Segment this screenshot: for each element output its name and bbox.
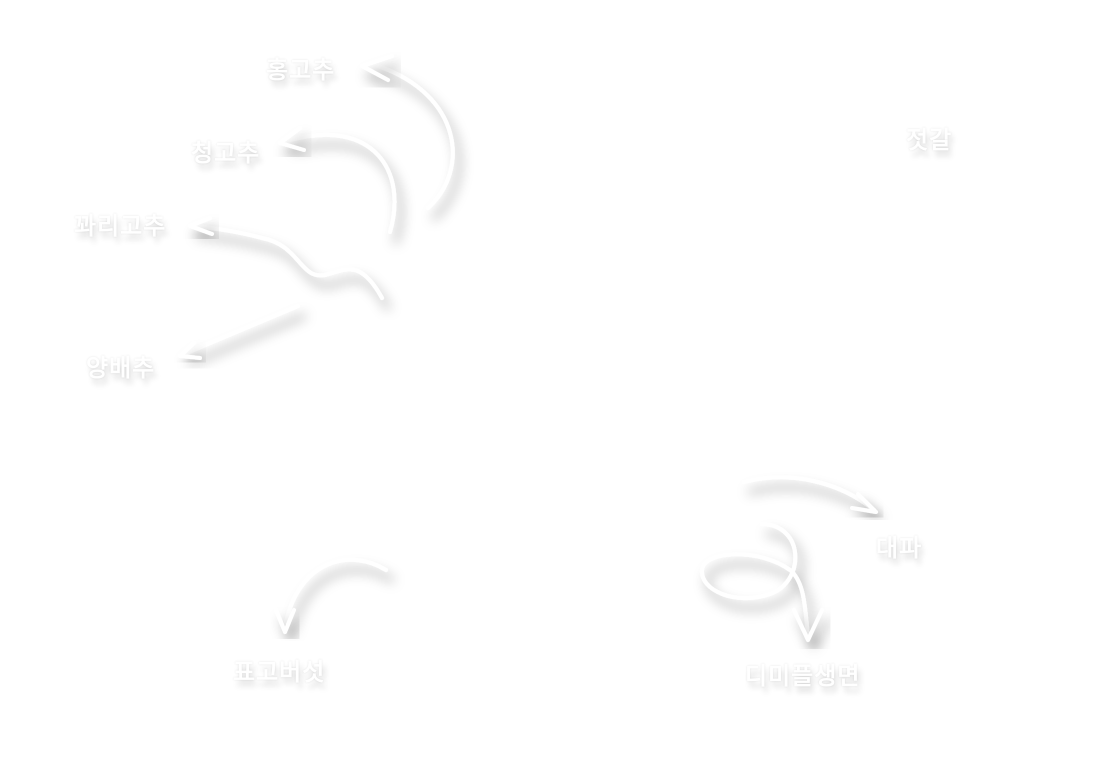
label-cheong-gochu: 청고추 xyxy=(191,139,261,167)
label-daepa: 대파 xyxy=(876,534,923,562)
label-pyogo: 표고버섯 xyxy=(233,658,326,686)
label-jeotgal: 젓갈 xyxy=(906,126,953,154)
arrow-daepa xyxy=(742,475,878,514)
arrow-kkwari-gochu xyxy=(188,216,384,300)
arrow-dimple-loop xyxy=(700,522,824,642)
label-hong-gochu: 홍고추 xyxy=(266,56,336,84)
arrow-cheong-gochu xyxy=(278,126,397,234)
arrow-yangbaechu xyxy=(178,304,300,360)
label-yangbaechu: 양배추 xyxy=(86,354,156,382)
arrow-hong-gochu xyxy=(360,54,455,210)
label-dimple: 디미플생면 xyxy=(745,662,861,690)
label-kkwari-gochu: 꽈리고추 xyxy=(74,212,167,240)
arrow-pyogo xyxy=(274,557,388,634)
